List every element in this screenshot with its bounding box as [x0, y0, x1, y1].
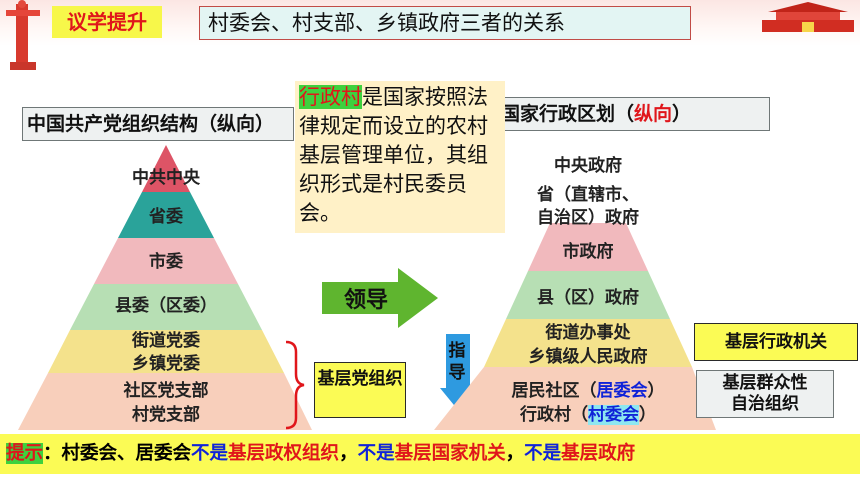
tip-sep-1: ，	[339, 443, 358, 464]
level-province-gov-b: 自治区）政府	[537, 208, 639, 228]
level-county-gov: 县（区）政府	[537, 288, 639, 308]
tip-red-3: 基层政府	[561, 443, 636, 464]
tip-not-3: 不是	[524, 443, 562, 464]
admin-heading-accent: 纵向	[634, 103, 673, 125]
level-city: 市委	[149, 252, 183, 272]
admin-heading-tail: ）	[672, 103, 692, 125]
party-grassroots-box: 基层党组织	[314, 362, 406, 418]
level-administrative-village: 行政村（村委会）	[488, 405, 688, 426]
tip-red-2: 基层国家机关	[394, 443, 506, 464]
note-highlight: 行政村	[299, 85, 362, 109]
note-text: 是国家按照法律规定而设立的农村基层管理单位，其组织形式是村民委员会。	[299, 85, 488, 225]
admin-grassroots-box: 基层行政机关	[694, 323, 858, 361]
level-street-office: 街道办事处	[545, 323, 631, 343]
level-county: 县委（区委）	[115, 296, 217, 316]
community-committee: 居委会	[596, 381, 648, 401]
guide-label: 指导	[448, 341, 466, 383]
village-post: ）	[639, 405, 656, 425]
huabiao-ornament-icon	[6, 0, 40, 70]
mass-self-line-2: 自治组织	[731, 394, 799, 414]
level-province: 省委	[149, 207, 183, 227]
village-pre: 行政村（	[520, 405, 588, 425]
tiananmen-ornament-icon	[762, 2, 854, 32]
level-township-gov: 乡镇级人民政府	[528, 347, 648, 367]
level-city-gov: 市政府	[562, 242, 614, 262]
admin-pyramid	[434, 145, 716, 430]
community-pre: 居民社区（	[511, 381, 597, 401]
admin-division-heading: 国家行政区划（纵向）	[498, 97, 770, 131]
red-bracket	[285, 340, 305, 430]
mass-self-line-1: 基层群众性	[722, 373, 808, 393]
level-township-party: 乡镇党委	[132, 354, 200, 374]
level-village-branch: 村党支部	[132, 405, 200, 425]
tip-part-1: ：村委会、居委会	[43, 443, 192, 464]
admin-heading-main: 国家行政区划（	[501, 103, 635, 125]
level-community-branch: 社区党支部	[123, 381, 209, 401]
section-badge: 议学提升	[52, 6, 162, 38]
level-central-gov: 中央政府	[554, 156, 622, 176]
level-street-party: 街道党委	[132, 331, 200, 351]
tip-red-1: 基层政权组织	[228, 443, 340, 464]
level-residential-community: 居民社区（居委会）	[488, 381, 688, 402]
lead-arrow	[322, 268, 438, 328]
village-committee: 村委会	[588, 405, 639, 425]
lead-label: 领导	[343, 288, 388, 313]
level-province-gov-a: 省（直辖市、	[537, 185, 639, 205]
community-post: ）	[647, 381, 665, 401]
level-central: 中共中央	[132, 168, 200, 188]
administrative-village-note: 行政村是国家按照法律规定而设立的农村基层管理单位，其组织形式是村民委员会。	[295, 81, 505, 233]
page-title: 村委会、村支部、乡镇政府三者的关系	[199, 6, 691, 40]
party-structure-heading: 中国共产党组织结构（纵向）	[22, 107, 294, 141]
tip-sep-2: ，	[505, 443, 525, 464]
tip-bar: 提示：村委会、居委会不是基层政权组织，不是基层国家机关，不是基层政府	[0, 434, 860, 474]
tip-not-2: 不是	[357, 443, 395, 464]
party-pyramid	[18, 145, 312, 430]
tip-not-1: 不是	[191, 443, 229, 464]
tip-label: 提示	[6, 443, 44, 464]
mass-self-governance-box: 基层群众性 自治组织	[696, 370, 834, 418]
